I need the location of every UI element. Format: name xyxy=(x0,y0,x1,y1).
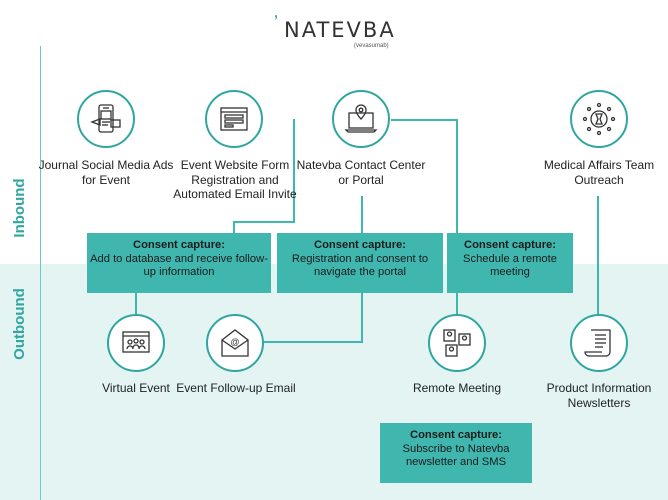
svg-text:@: @ xyxy=(230,337,239,347)
network-people-icon xyxy=(570,90,628,148)
logo: ʼ NATEVBA (vevasumab) xyxy=(274,12,396,49)
divider-line xyxy=(40,46,41,500)
consent-body: Subscribe to Natevba newsletter and SMS xyxy=(402,442,510,469)
consent-body: Schedule a remote meeting xyxy=(463,252,557,279)
connector xyxy=(391,119,458,121)
logo-mark-icon: ʼ xyxy=(274,12,278,28)
outbound-band xyxy=(0,264,668,500)
consent-title: Consent capture: xyxy=(314,239,406,251)
outbound-label-virtual-event: Virtual Event xyxy=(102,381,170,395)
consent-title: Consent capture: xyxy=(410,429,502,441)
consent-box-newsletter: Consent capture: Subscribe to Natevba ne… xyxy=(380,423,532,483)
inbound-label-portal: Natevba Contact Center or Portal xyxy=(296,158,426,187)
inbound-label: Inbound xyxy=(11,178,28,238)
web-form-icon xyxy=(205,90,263,148)
consent-box-portal: Consent capture: Registration and consen… xyxy=(277,233,443,293)
outbound-label-followup-email: Event Follow-up Email xyxy=(176,381,296,395)
chat-people-icon xyxy=(428,314,486,372)
connector xyxy=(293,119,295,222)
connector xyxy=(264,341,363,343)
outbound-label: Outbound xyxy=(11,288,28,360)
connector xyxy=(233,221,295,223)
logo-sub: (vevasumab) xyxy=(354,43,389,49)
connector xyxy=(135,292,137,316)
email-icon: @ xyxy=(206,314,264,372)
consent-body: Add to database and receive follow-up in… xyxy=(90,252,268,279)
connector xyxy=(456,119,458,234)
consent-body: Registration and consent to navigate the… xyxy=(291,252,429,279)
consent-box-meeting: Consent capture: Schedule a remote meeti… xyxy=(447,233,573,293)
laptop-location-icon xyxy=(332,90,390,148)
connector xyxy=(597,196,599,316)
consent-box-database: Consent capture: Add to database and rec… xyxy=(87,233,271,293)
connector xyxy=(361,292,363,343)
connector xyxy=(456,292,458,316)
inbound-label-form: Event Website Form Registration and Auto… xyxy=(173,158,297,201)
video-call-icon xyxy=(107,314,165,372)
connector xyxy=(233,221,235,233)
inbound-label-ads: Journal Social Media Ads for Event xyxy=(38,158,174,187)
newsletter-scroll-icon xyxy=(570,314,628,372)
phone-ads-icon xyxy=(77,90,135,148)
logo-name: NATEVBA xyxy=(284,18,396,42)
outbound-label-remote-meeting: Remote Meeting xyxy=(412,381,502,395)
outbound-label-newsletters: Product Information Newsletters xyxy=(546,381,652,410)
inbound-label-outreach: Medical Affairs Team Outreach xyxy=(543,158,655,187)
consent-title: Consent capture: xyxy=(133,239,225,251)
consent-title: Consent capture: xyxy=(464,239,556,251)
connector xyxy=(361,196,363,234)
